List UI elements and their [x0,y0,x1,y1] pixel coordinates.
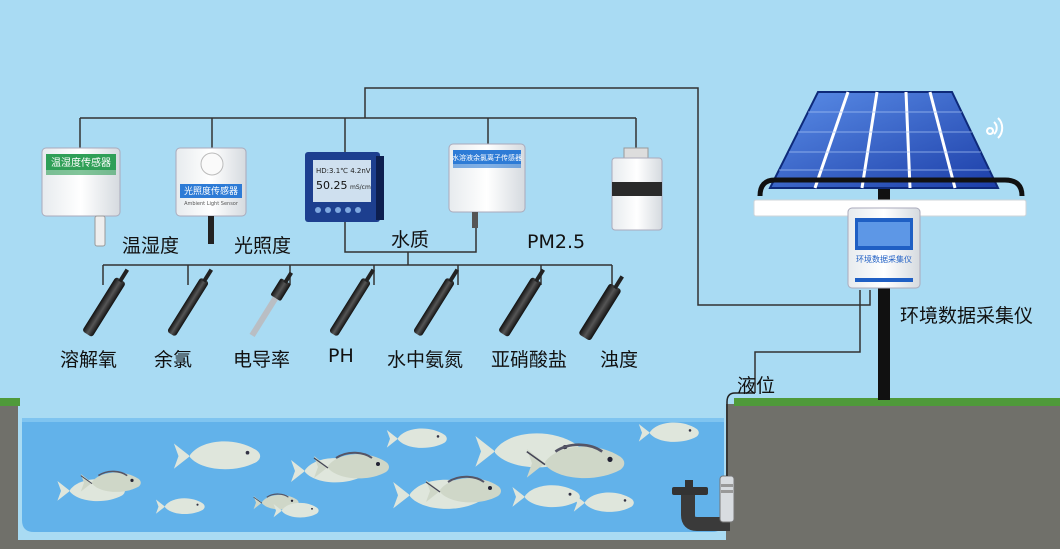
water-quality-label: 水质 [391,229,430,251]
temp-humidity-sensor-icon: 温湿度传感器 [41,147,121,247]
nitrite-probe-icon [499,268,546,337]
light-panel-title: 光照度传感器 [184,185,238,197]
probe-label-turbidity: 浊度 [600,349,639,371]
conductivity-probe-icon [249,271,294,338]
chlorine-panel-title: 水溶液余氯离子传感器 [452,153,522,162]
light-label: 光照度 [234,235,292,257]
turbidity-probe-icon [579,275,624,341]
ground [0,404,1060,549]
temp-humidity-panel-title: 温湿度传感器 [51,156,111,169]
light-panel-sub: Ambient Light Sensor [184,201,239,207]
pm25-label: PM2.5 [527,231,586,253]
probe-label-ph: PH [328,345,354,367]
pond-surface [22,418,724,422]
grass-left [0,398,20,406]
probe-label-ammonia-nitrogen: 水中氨氮 [387,349,464,371]
water-quality-screen-line1: HD:3.1℃ 4.2nV [316,167,371,175]
solar-panel-icon [753,91,1027,217]
chlorine-ion-sensor-icon: 水溶液余氯离子传感器 [448,143,526,228]
collector-panel-title: 环境数据采集仪 [856,254,912,264]
probe-row [83,268,624,341]
water-quality-screen-line2: 50.25 [316,179,348,192]
grass-right [734,398,1060,406]
level-sensor-icon [719,392,755,523]
water-quality-controller-icon: HD:3.1℃ 4.2nV 50.25 mS/cm [305,152,384,222]
probe-label-conductivity: 电导率 [233,349,291,371]
ph-probe-icon [329,268,376,336]
wiring [79,87,871,393]
dissolved-oxygen-probe-icon [83,268,130,337]
light-sensor-icon: 光照度传感器 Ambient Light Sensor [175,147,247,244]
wifi-signal-icon [986,117,1004,139]
data-collector-icon: 环境数据采集仪 [847,207,921,289]
level-label: 液位 [737,375,776,397]
ammonia-nitrogen-probe-icon [413,268,460,336]
probe-label-residual-chlorine: 余氯 [154,349,193,371]
pm25-sensor-icon [611,147,663,231]
level-pipe [672,480,730,531]
water-quality-screen-unit: mS/cm [350,184,371,191]
probe-label-dissolved-oxygen: 溶解氧 [60,349,118,371]
probe-label-nitrite: 亚硝酸盐 [491,349,568,371]
temp-humidity-label: 温湿度 [122,235,180,257]
residual-chlorine-probe-icon [167,268,214,336]
collector-label: 环境数据采集仪 [900,305,1034,327]
